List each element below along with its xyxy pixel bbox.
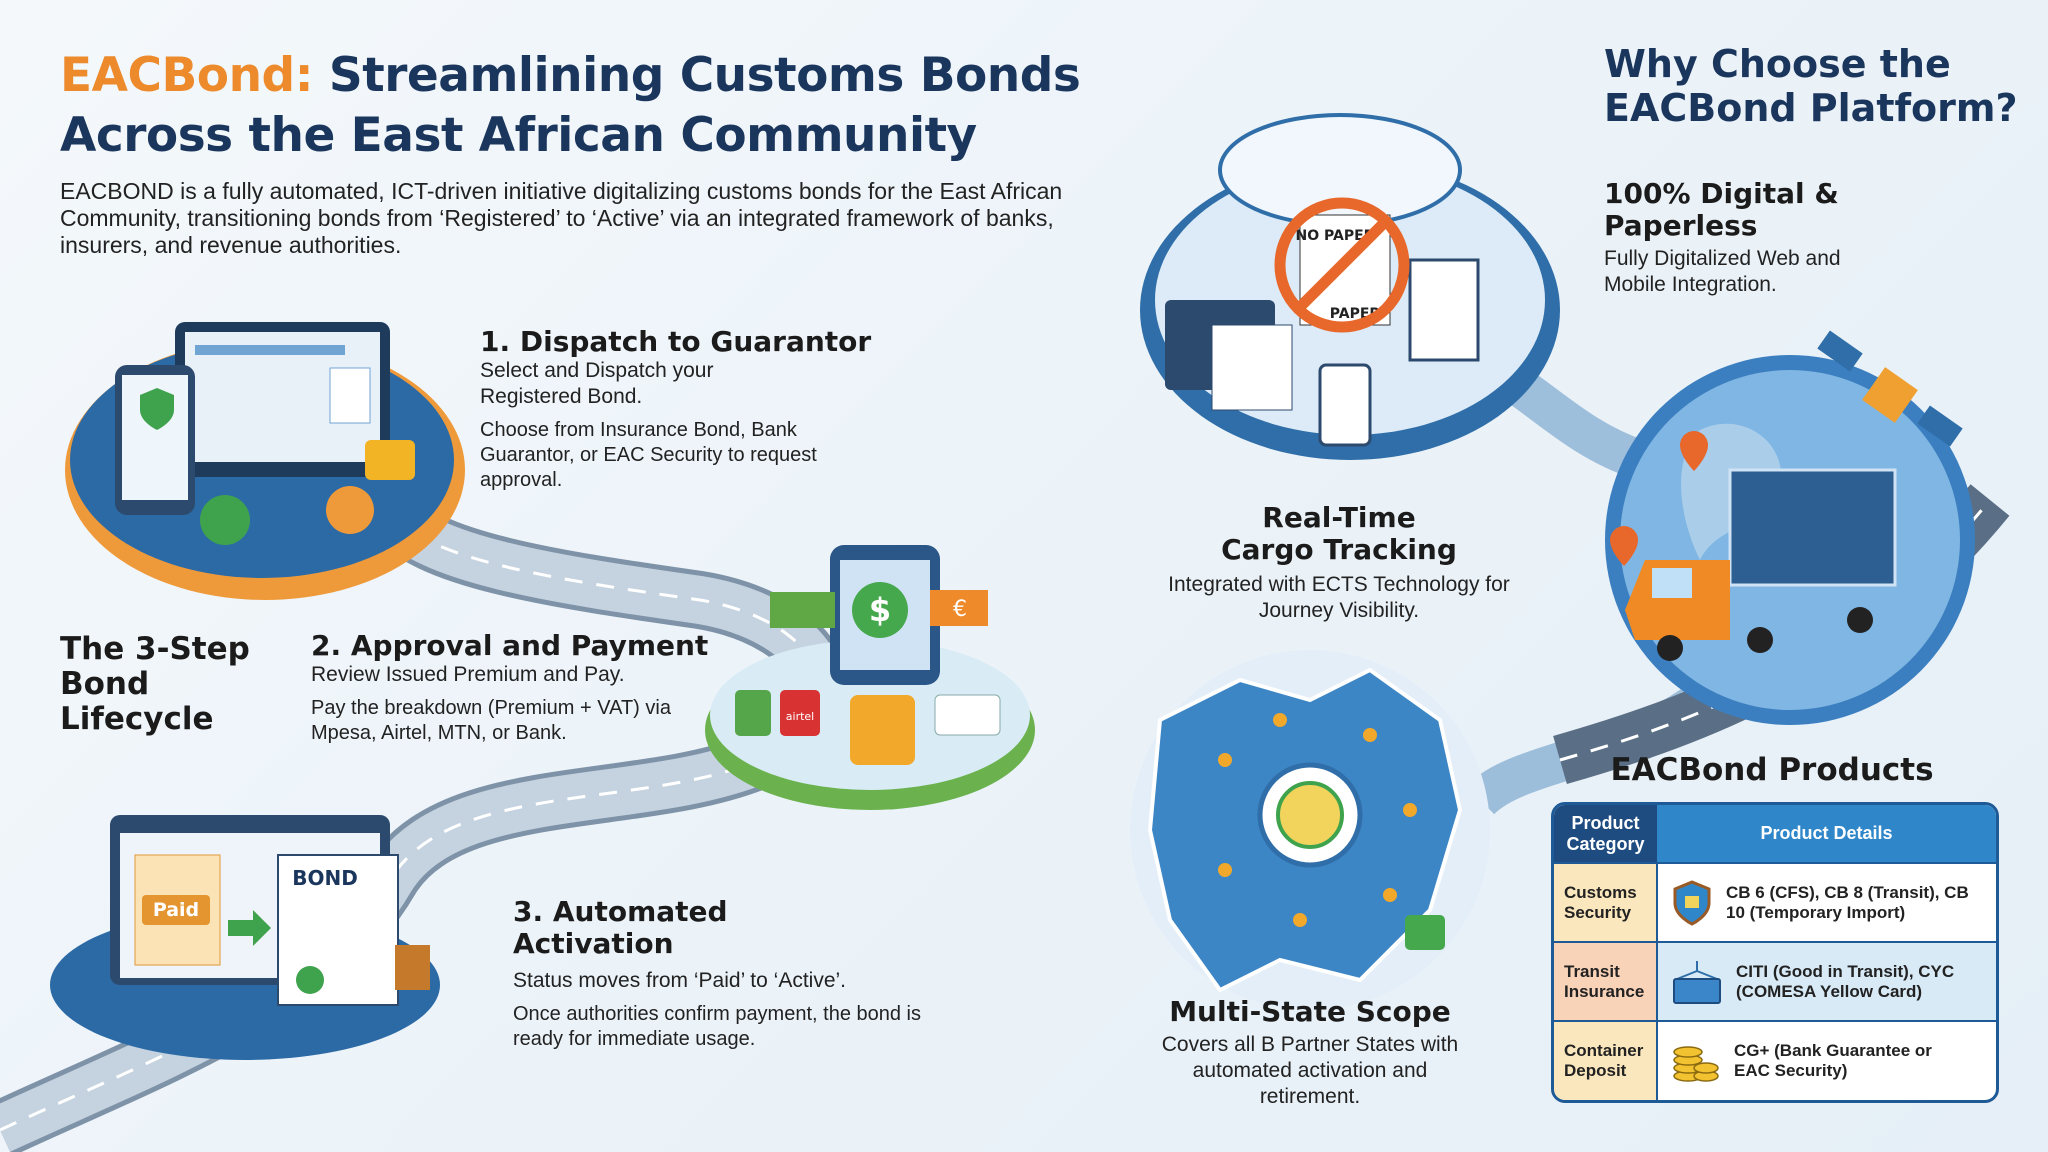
lifecycle-label-line: The 3-Step bbox=[60, 631, 250, 667]
airtel-label: airtel bbox=[786, 710, 814, 723]
lifecycle-label: The 3-Step Bond Lifecycle bbox=[60, 632, 250, 737]
step-2-title: 2. Approval and Payment bbox=[311, 629, 709, 662]
step-3: 3. Automated Activation Status moves fro… bbox=[513, 896, 933, 1052]
step-3-detail: Once authorities confirm payment, the bo… bbox=[513, 1003, 921, 1050]
no-paper-label: NO PAPER bbox=[1296, 228, 1375, 244]
row-category: Transit Insurance bbox=[1554, 941, 1658, 1021]
table-row: Customs Security CB 6 (CFS), CB 8 (Trans… bbox=[1554, 862, 1996, 942]
why-choose-title: Why Choose the EACBond Platform? bbox=[1604, 42, 2018, 130]
step-2-subtitle: Review Issued Premium and Pay. bbox=[311, 663, 625, 686]
step-1-detail: Choose from Insurance Bond, Bank Guarant… bbox=[480, 419, 817, 491]
table-row: Container Deposit CG+ (Bank Guarantee or… bbox=[1554, 1020, 1996, 1100]
paid-label: Paid bbox=[153, 899, 199, 921]
step-1-subtitle: Select and Dispatch your Registered Bond… bbox=[480, 359, 714, 408]
title-text: Streamlining Customs Bonds bbox=[328, 48, 1081, 103]
cargo-tracking-illustration bbox=[1605, 330, 1975, 725]
feature-digital: 100% Digital & Paperless Fully Digitaliz… bbox=[1604, 178, 1884, 298]
feature-digital-detail: Fully Digitalized Web and Mobile Integra… bbox=[1604, 247, 1841, 296]
step-2: 2. Approval and Payment Review Issued Pr… bbox=[311, 630, 711, 746]
why-title-line: EACBond Platform? bbox=[1604, 86, 2018, 130]
why-title-line: Why Choose the bbox=[1604, 42, 1951, 86]
products-title: EACBond Products bbox=[1610, 752, 1934, 788]
row-category: Container Deposit bbox=[1554, 1020, 1658, 1100]
activation-illustration: Paid BOND bbox=[50, 815, 440, 1060]
row-details: CITI (Good in Transit), CYC (COMESA Yell… bbox=[1736, 961, 1955, 1001]
dispatch-illustration bbox=[65, 322, 465, 600]
row-details: CB 6 (CFS), CB 8 (Transit), CB 10 (Tempo… bbox=[1726, 882, 1969, 922]
payment-illustration: $ € airtel bbox=[705, 545, 1035, 810]
step-3-title: 3. Automated Activation bbox=[513, 895, 728, 960]
paperless-cloud-illustration: NO PAPER PAPER bbox=[1140, 113, 1560, 460]
feature-multistate: Multi-State Scope Covers all B Partner S… bbox=[1110, 996, 1510, 1110]
row-category: Customs Security bbox=[1554, 862, 1658, 942]
step-3-subtitle: Status moves from ‘Paid’ to ‘Active’. bbox=[513, 969, 847, 992]
coins-icon bbox=[1673, 1046, 1719, 1082]
feature-tracking-detail: Integrated with ECTS Technology for Jour… bbox=[1168, 573, 1510, 622]
bond-label: BOND bbox=[292, 866, 358, 890]
page-title: EACBond: Streamlining Customs Bonds Acro… bbox=[60, 46, 1081, 166]
title-line-2: Across the East African Community bbox=[60, 108, 977, 163]
products-table: Product Category Product Details Customs… bbox=[1551, 802, 1999, 1103]
svg-text:€: € bbox=[953, 597, 967, 622]
step-1: 1. Dispatch to Guarantor Select and Disp… bbox=[480, 326, 900, 493]
table-row: Transit Insurance CITI (Good in Transit)… bbox=[1554, 941, 1996, 1021]
row-details: CG+ (Bank Guarantee or EAC Security) bbox=[1734, 1041, 1932, 1080]
header-category: Product Category bbox=[1554, 805, 1657, 863]
feature-multistate-detail: Covers all B Partner States with automat… bbox=[1161, 1033, 1459, 1108]
feature-digital-title: 100% Digital & Paperless bbox=[1604, 177, 1839, 242]
feature-tracking: Real-Time Cargo Tracking Integrated with… bbox=[1164, 502, 1514, 624]
header-details: Product Details bbox=[1657, 805, 1996, 863]
shield-icon bbox=[1673, 879, 1711, 926]
lifecycle-label-line: Lifecycle bbox=[60, 701, 214, 737]
feature-tracking-title: Real-Time Cargo Tracking bbox=[1221, 501, 1457, 566]
step-1-title: 1. Dispatch to Guarantor bbox=[480, 325, 872, 358]
intro-description: EACBOND is a fully automated, ICT-driven… bbox=[60, 178, 1063, 258]
svg-text:$: $ bbox=[869, 591, 891, 629]
container-icon bbox=[1673, 960, 1721, 1004]
partner-states-map-illustration bbox=[1130, 650, 1490, 1010]
lifecycle-label-line: Bond bbox=[60, 666, 150, 702]
step-2-detail: Pay the breakdown (Premium + VAT) via Mp… bbox=[311, 697, 671, 744]
feature-multistate-title: Multi-State Scope bbox=[1169, 995, 1451, 1028]
brand-name: EACBond: bbox=[60, 48, 314, 103]
